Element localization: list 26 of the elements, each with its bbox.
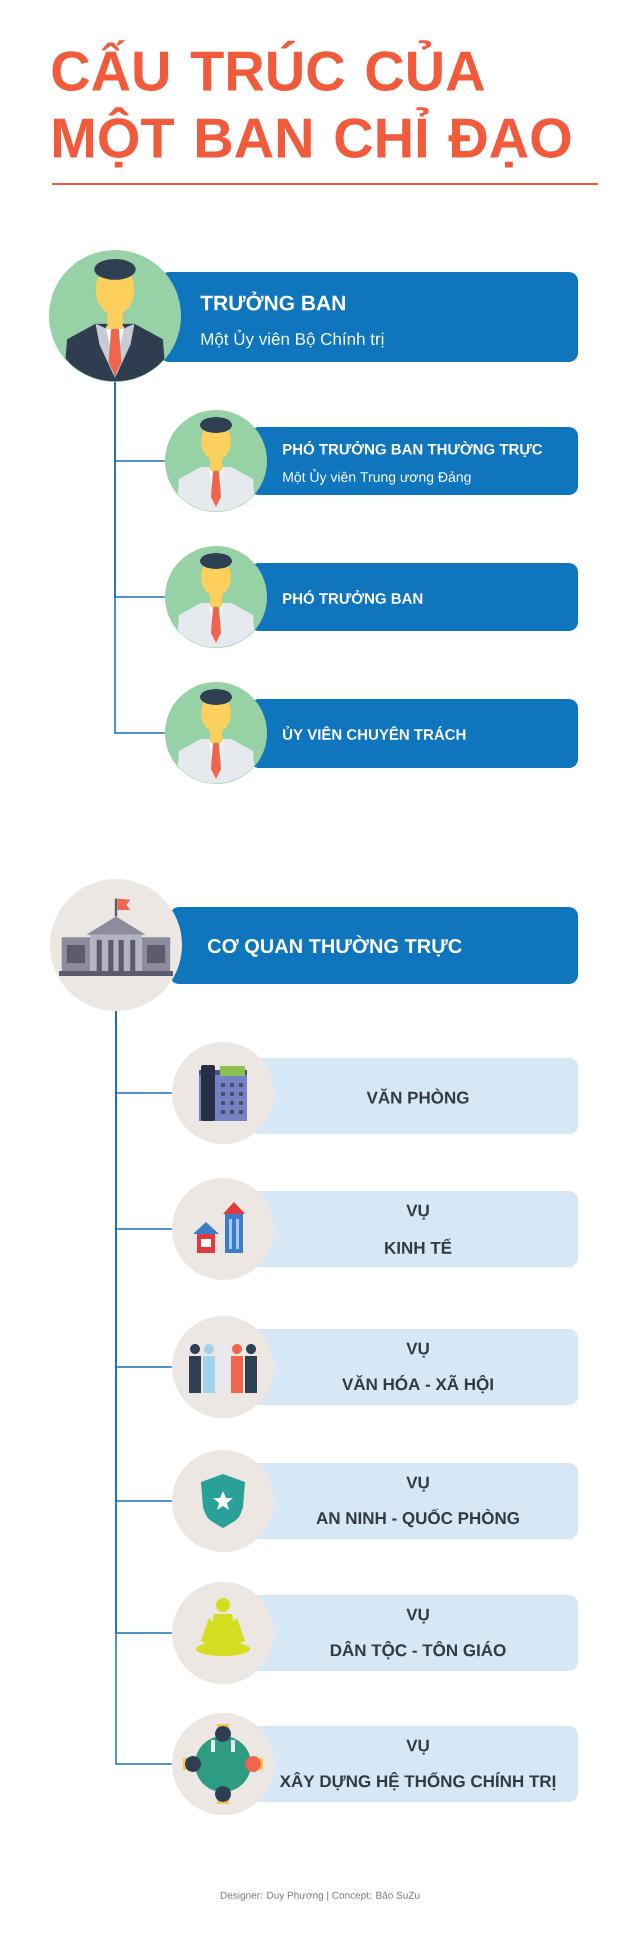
banner: CƠ QUAN THƯỜNG TRỰC [170,907,578,984]
picture [165,682,267,784]
banner: VỤ AN NINH - QUỐC PHÒNG [250,1463,578,1539]
picture [172,1178,274,1280]
banner: PHÓ TRƯỞNG BAN THƯỜNG TRỰC Một Ủy viên Trung ương Đảng [250,427,578,495]
picture [49,250,181,382]
banner: VỤ VĂN HÓA - XÃ HỘI [250,1329,578,1405]
banner: VỤ DÂN TỘC - TÔN GIÁO [250,1595,578,1671]
banner: VĂN PHÒNG [250,1058,578,1134]
title: CẤU TRÚC CỦA MỘT BAN CHỈ ĐẠO [52,40,571,168]
picture [172,1450,274,1552]
banner: ỦY VIÊN CHUYÊN TRÁCH [250,699,578,768]
banner: VỤ XÂY DỰNG HỆ THỐNG CHÍNH TRỊ [250,1726,578,1802]
banner: PHÓ TRƯỞNG BAN [250,563,578,631]
banner: TRƯỞNG BAN Một Ủy viên Bộ Chính trị [160,272,578,362]
picture [172,1316,274,1418]
picture [172,1042,274,1144]
banner: VỤ KINH TẾ [250,1191,578,1267]
picture [165,546,267,648]
connector-line [115,1010,173,1765]
picture [172,1582,274,1684]
credit-text: Designer: Duy Phương | Concept: Bảo SuZu [220,1891,420,1901]
picture [50,879,182,1011]
connector-line [114,381,166,734]
picture [165,410,267,512]
picture [172,1713,274,1815]
